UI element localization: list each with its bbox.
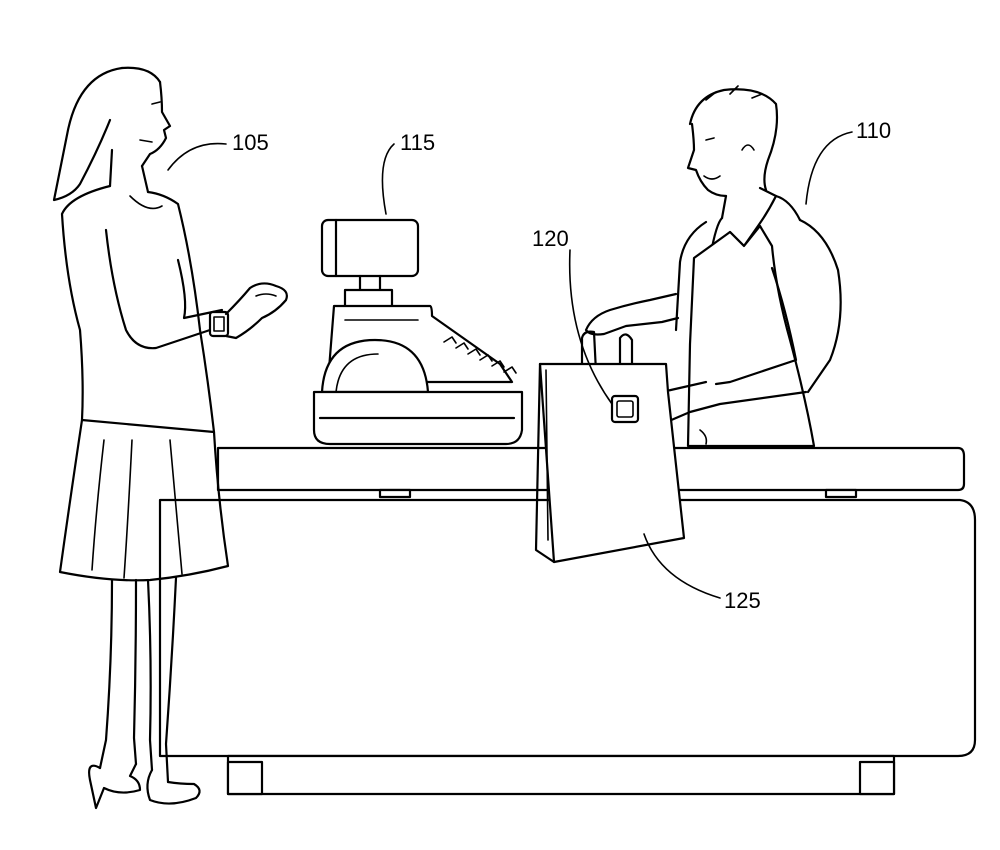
customer-figure [52, 66, 288, 810]
register-keys [443, 336, 517, 374]
rfid-tag [610, 394, 640, 424]
leader-lines [167, 131, 853, 599]
label-110: 110 [856, 118, 891, 143]
label-115: 115 [400, 130, 435, 155]
smartwatch-icon [208, 310, 230, 338]
leader-125 [643, 533, 721, 599]
leader-115 [381, 143, 395, 215]
checkout-counter [158, 446, 977, 796]
cash-register [312, 218, 524, 446]
reference-numerals: 105 110 115 120 125 [232, 118, 891, 613]
label-105: 105 [232, 130, 269, 155]
leader-105 [167, 142, 227, 171]
label-125: 125 [724, 588, 761, 613]
leader-120 [568, 249, 613, 405]
leader-110 [805, 131, 853, 205]
label-120: 120 [532, 226, 569, 251]
shopping-bag [534, 330, 686, 564]
